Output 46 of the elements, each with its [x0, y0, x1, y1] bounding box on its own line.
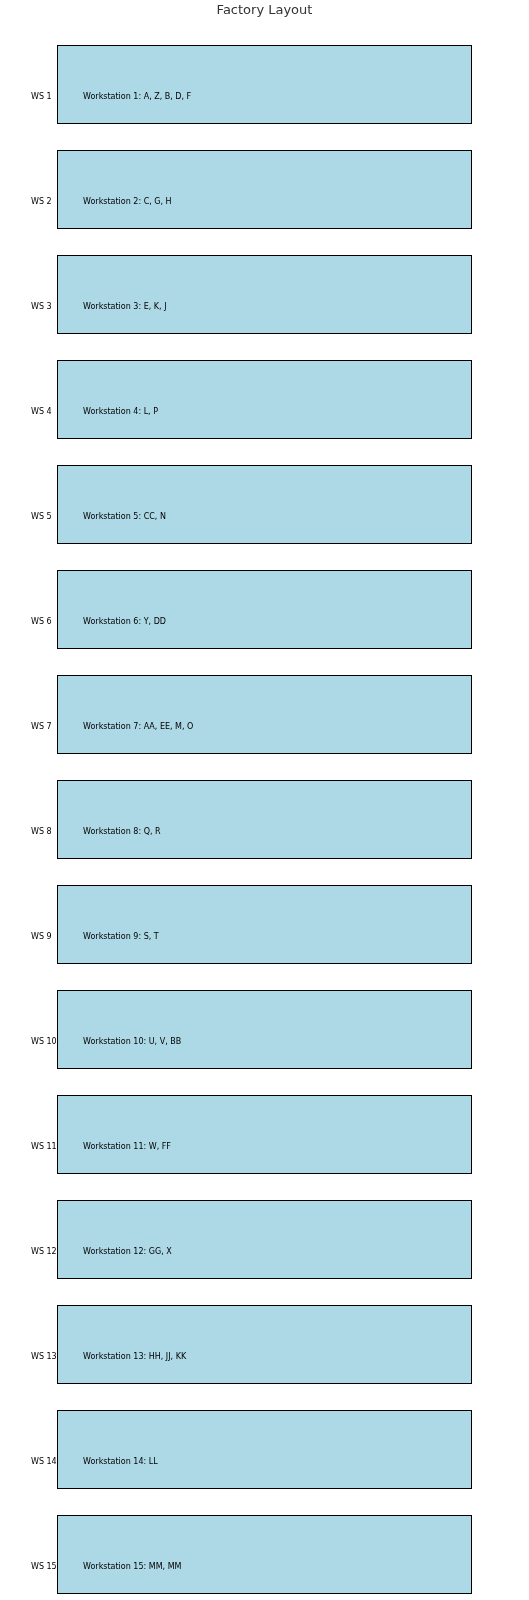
workstation-label: Workstation 3: E, K, J — [83, 301, 167, 312]
workstation-box — [57, 1410, 472, 1489]
workstation-box — [57, 1515, 472, 1594]
workstation-id: WS 12 — [31, 1246, 57, 1257]
workstation-label: Workstation 9: S, T — [83, 931, 159, 942]
workstation-id: WS 3 — [31, 301, 52, 312]
workstation-box — [57, 360, 472, 439]
workstation-label: Workstation 1: A, Z, B, D, F — [83, 91, 192, 102]
workstation-id: WS 6 — [31, 616, 52, 627]
workstation-label: Workstation 11: W, FF — [83, 1141, 171, 1152]
workstation-box — [57, 570, 472, 649]
workstation-box — [57, 150, 472, 229]
workstation-id: WS 14 — [31, 1456, 57, 1467]
workstation-box — [57, 465, 472, 544]
workstation-box — [57, 885, 472, 964]
workstation-id: WS 1 — [31, 91, 52, 102]
workstation-box — [57, 45, 472, 124]
workstation-id: WS 11 — [31, 1141, 57, 1152]
workstation-label: Workstation 7: AA, EE, M, O — [83, 721, 194, 732]
workstation-label: Workstation 13: HH, JJ, KK — [83, 1351, 187, 1362]
workstation-box — [57, 1305, 472, 1384]
workstation-id: WS 13 — [31, 1351, 57, 1362]
workstation-id: WS 2 — [31, 196, 52, 207]
workstation-box — [57, 1095, 472, 1174]
workstation-label: Workstation 15: MM, MM — [83, 1561, 182, 1572]
workstation-box — [57, 255, 472, 334]
workstation-id: WS 10 — [31, 1036, 57, 1047]
workstation-label: Workstation 12: GG, X — [83, 1246, 172, 1257]
workstation-label: Workstation 8: Q, R — [83, 826, 161, 837]
workstation-id: WS 9 — [31, 931, 52, 942]
workstation-label: Workstation 6: Y, DD — [83, 616, 166, 627]
workstation-box — [57, 780, 472, 859]
workstation-label: Workstation 10: U, V, BB — [83, 1036, 182, 1047]
workstation-id: WS 8 — [31, 826, 52, 837]
workstation-box — [57, 1200, 472, 1279]
workstation-label: Workstation 2: C, G, H — [83, 196, 172, 207]
workstation-label: Workstation 14: LL — [83, 1456, 158, 1467]
diagram-title: Factory Layout — [216, 2, 313, 18]
workstation-id: WS 5 — [31, 511, 52, 522]
workstation-box — [57, 675, 472, 754]
workstation-id: WS 4 — [31, 406, 52, 417]
workstation-id: WS 15 — [31, 1561, 57, 1572]
workstation-label: Workstation 5: CC, N — [83, 511, 166, 522]
workstation-id: WS 7 — [31, 721, 52, 732]
workstation-label: Workstation 4: L, P — [83, 406, 159, 417]
workstation-box — [57, 990, 472, 1069]
